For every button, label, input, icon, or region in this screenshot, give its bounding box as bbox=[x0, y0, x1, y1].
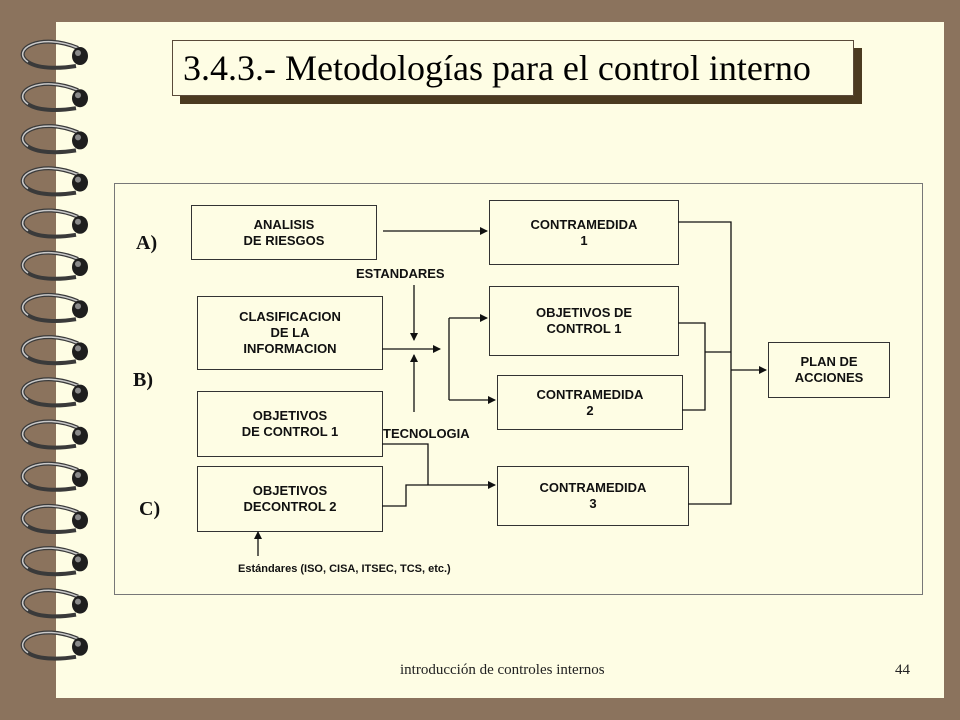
box-analisis-riesgos: ANALISIS DE RIESGOS bbox=[191, 205, 377, 260]
line-objetivos1-to-merge bbox=[382, 443, 429, 485]
box-clasificacion-informacion: CLASIFICACION DE LA INFORMACION bbox=[197, 296, 383, 370]
slide-title: 3.4.3.- Metodologías para el control int… bbox=[183, 48, 811, 88]
box-objetivos-control-1-left: OBJETIVOS DE CONTROL 1 bbox=[197, 391, 383, 457]
box-objetivos-control-1-right: OBJETIVOS DE CONTROL 1 bbox=[489, 286, 679, 356]
box-contramedida-3: CONTRAMEDIDA 3 bbox=[497, 466, 689, 526]
box-contramedida-2: CONTRAMEDIDA 2 bbox=[497, 375, 683, 430]
page-number: 44 bbox=[895, 662, 910, 678]
slide-footer: introducción de controles internos bbox=[400, 662, 605, 678]
arrow-merge-to-contramedida3 bbox=[382, 481, 496, 507]
label-estandares: ESTANDARES bbox=[356, 266, 445, 281]
box-contramedida-1: CONTRAMEDIDA 1 bbox=[489, 200, 679, 265]
label-tecnologia: TECNOLOGIA bbox=[383, 426, 470, 441]
section-label-a: A) bbox=[136, 232, 158, 254]
label-standards-list: Estándares (ISO, CISA, ITSEC, TCS, etc.) bbox=[238, 563, 451, 575]
section-label-b: B) bbox=[133, 369, 153, 391]
collector-objetivos-contramedida2 bbox=[678, 322, 706, 411]
collector-contramedida1-3 bbox=[678, 221, 732, 505]
section-label-c: C) bbox=[139, 498, 161, 520]
diagram-frame bbox=[114, 183, 923, 595]
box-plan-acciones: PLAN DE ACCIONES bbox=[768, 342, 890, 398]
box-objetivos-control-2: OBJETIVOS DECONTROL 2 bbox=[197, 466, 383, 532]
title-box: 3.4.3.- Metodologías para el control int… bbox=[172, 40, 854, 96]
